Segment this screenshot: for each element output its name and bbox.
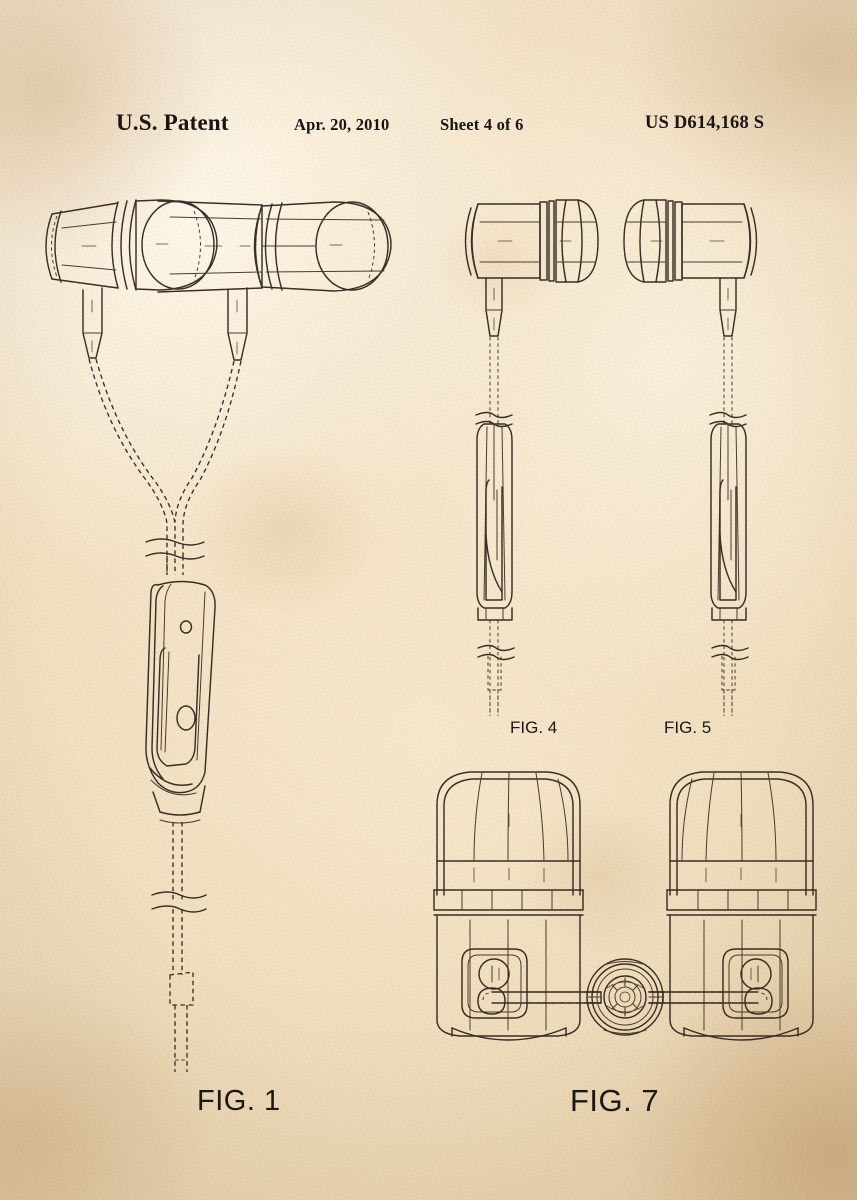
patent-number: US D614,168 S <box>645 113 765 133</box>
figure-label-fig7: FIG. 7 <box>570 1083 660 1118</box>
figure-label-fig4: FIG. 4 <box>510 718 558 737</box>
sheet-header: U.S. Patent Apr. 20, 2010 Sheet 4 of 6 U… <box>0 110 857 142</box>
patent-office-label: U.S. Patent <box>116 110 229 135</box>
patent-date: Apr. 20, 2010 <box>294 115 390 134</box>
sheet-number: Sheet 4 of 6 <box>440 115 524 134</box>
figure-label-fig1: FIG. 1 <box>197 1085 281 1117</box>
figure-label-fig5: FIG. 5 <box>664 718 712 737</box>
